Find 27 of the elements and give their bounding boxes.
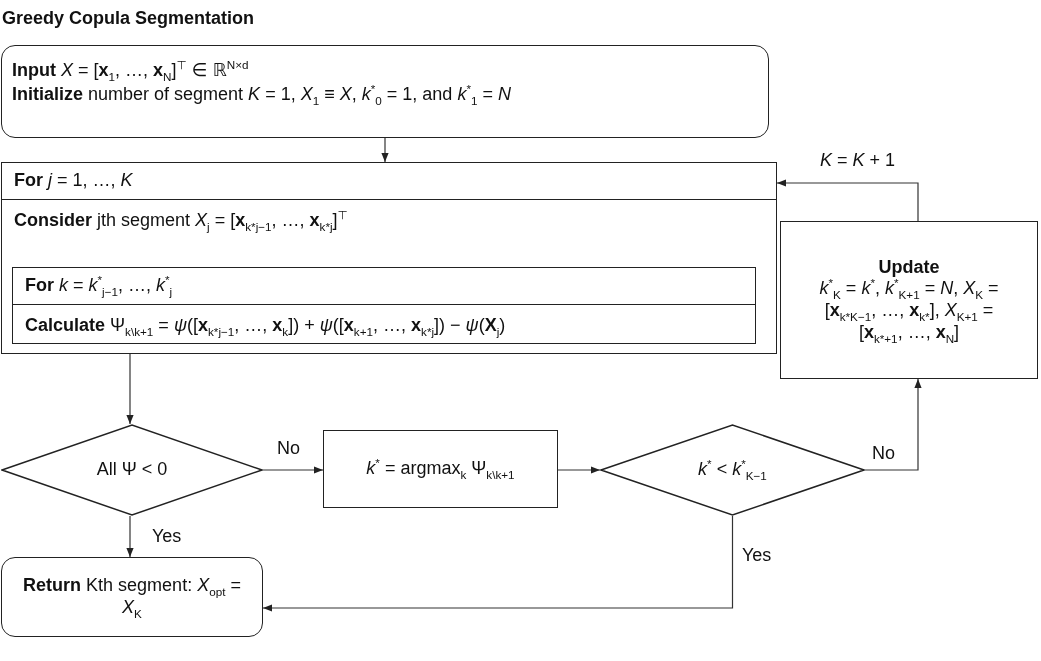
arrow xyxy=(557,466,601,474)
decision-diamond xyxy=(600,424,865,516)
step-text: Input X = [x$_{1}$, …, x$_{N}$]$^{⊤}$ ∈ ℝ$^{N×d}$ xyxy=(12,60,250,82)
diagram-title: Greedy Copula Segmentation xyxy=(2,8,255,29)
arrow xyxy=(126,353,134,425)
arrow xyxy=(126,515,134,558)
arrow xyxy=(262,515,734,612)
arrow xyxy=(776,179,919,222)
rounded-box xyxy=(1,45,769,138)
result-text: Return Kth segment: X$_{opt}$ = X$_{K}$ xyxy=(22,575,242,619)
update-formulas: k$^{*}$$_{K}$ = k$^{*}$, k$^{*}$$_{K+1}$ = N, X$_{K}$ = [x$_{k*K−1}$, …, x$_{k*}$], X$_{K+1}$ = [x$_{k*+1}$, …, x$_{N}$] xyxy=(818,278,1000,344)
process-box xyxy=(780,221,1038,379)
loop-step: Consider jth segment X$_{j}$ = [x$_{k*j−1}$, …, x$_{k*j}$]$^{⊤}$ xyxy=(2,199,776,238)
condition-text: All Ψ < 0 xyxy=(96,459,168,481)
arrow xyxy=(262,466,324,474)
rounded-box xyxy=(1,557,263,637)
arrow xyxy=(381,137,389,163)
arrow xyxy=(864,378,922,471)
loop-box xyxy=(12,267,756,344)
process-box xyxy=(323,430,558,508)
box-heading: Update xyxy=(878,256,940,279)
formula-text: k$^{*}$ = argmax$_{k}$ Ψ$_{k\k+1}$ xyxy=(366,458,515,480)
loop-step: Calculate Ψ$_{k\k+1}$ = ψ([x$_{k*j−1}$, …, x$_{k}$]) + ψ([x$_{k+1}$, …, x$_{k*j}$]) − ψ(X$_{j}$) xyxy=(13,304,755,343)
step-text: Initialize number of segment K = 1, X$_{1}$ ≡ X, k$^{*}$$_{0}$ = 1, and k$^{*}$$_{1}$ = N xyxy=(12,83,512,106)
loop-header: For j = 1, …, K xyxy=(2,163,776,200)
loop-box xyxy=(1,162,777,354)
decision-diamond xyxy=(1,424,263,516)
